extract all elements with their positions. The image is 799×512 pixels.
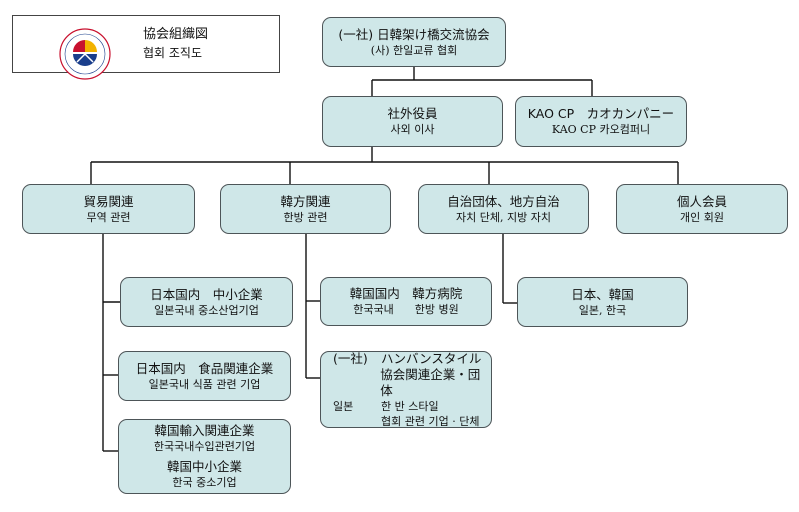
node-trade-kr: 무역 관련	[86, 210, 131, 224]
node-trade: 貿易関連 무역 관련	[22, 184, 195, 234]
node-kao: KAO CP カオカンパニー KAO CP 카오컴퍼니	[515, 96, 687, 147]
node-trade-food: 日本国内 食品関連企業 일본국내 식품 관련 기업	[118, 351, 291, 401]
node-hanbang-hospital: 韓国国内 韓方病院 한국국내 한방 병원	[320, 277, 492, 326]
chart-title-jp: 協会組織図	[143, 27, 209, 42]
association-logo-icon	[59, 28, 111, 80]
node-local-jp: 自治団体、地方自治	[447, 193, 560, 209]
node-hanbang-style-jp-a: (一社)	[333, 350, 368, 366]
node-hanbang-style: (一社) ハンバンスタイル 協会関連企業・団体 일본 한 반 스타일 협회 관련 기…	[320, 351, 492, 428]
node-hanbang-hospital-kr: 한국국내 한방 병원	[353, 303, 459, 316]
node-hanbang-style-kr-b: 한 반 스타일	[381, 399, 439, 413]
node-trade-korea-kr1: 한국국내수입관련기업	[153, 440, 256, 453]
node-hanbang-jp: 韓方関連	[280, 193, 331, 209]
node-local: 自治団体、地方自治 자치 단체, 지방 자치	[418, 184, 589, 234]
node-hanbang-style-kr-a: 일본	[333, 399, 354, 413]
node-individual-kr: 개인 회원	[680, 210, 724, 224]
node-hanbang-style-jp-c: 協会関連企業・団体	[380, 366, 481, 398]
node-board: 社外役員 사외 이사	[322, 96, 503, 147]
node-board-kr: 사외 이사	[390, 123, 435, 136]
node-trade-korea-jp2: 韓国中小企業	[166, 459, 242, 474]
node-board-jp: 社外役員	[387, 106, 438, 121]
node-hanbang-hospital-jp: 韓国国内 韓方病院	[349, 286, 463, 301]
node-trade-sme-kr: 일본국내 중소산업기업	[154, 303, 259, 317]
node-trade-food-jp: 日本国内 食品関連企業	[135, 360, 274, 376]
node-individual: 個人会員 개인 회원	[616, 184, 788, 234]
chart-title-kr: 협회 조직도	[143, 46, 203, 60]
node-individual-jp: 個人会員	[676, 193, 727, 209]
node-local-countries: 日本、韓国 일본, 한국	[517, 277, 688, 327]
node-root-kr: (사) 한일교류 협회	[370, 43, 458, 57]
node-root-jp: (一社) 日韓架け橋交流協会	[338, 26, 490, 42]
title-box: 協会組織図 협회 조직도	[12, 15, 280, 80]
node-kao-jp: KAO CP カオカンパニー	[527, 106, 675, 121]
node-local-kr: 자치 단체, 지방 자치	[456, 210, 551, 224]
node-trade-sme-jp: 日本国内 中小企業	[150, 286, 263, 302]
node-local-countries-jp: 日本、韓国	[571, 286, 634, 302]
node-root: (一社) 日韓架け橋交流協会 (사) 한일교류 협회	[322, 17, 506, 67]
node-hanbang-style-kr-c: 협회 관련 기업 · 단체	[381, 414, 480, 428]
node-trade-korea: 韓国輸入関連企業 한국국내수입관련기업 韓国中小企業 한국 중소기업	[118, 419, 291, 494]
node-trade-sme: 日本国内 中小企業 일본국내 중소산업기업	[120, 277, 293, 327]
node-hanbang-style-jp-b: ハンバンスタイル	[381, 350, 482, 366]
node-hanbang-kr: 한방 관련	[283, 210, 328, 224]
node-local-countries-kr: 일본, 한국	[578, 303, 627, 317]
node-kao-kr: KAO CP 카오컴퍼니	[551, 123, 651, 136]
node-trade-korea-kr2: 한국 중소기업	[172, 476, 237, 489]
node-hanbang: 韓方関連 한방 관련	[220, 184, 391, 234]
node-trade-food-kr: 일본국내 식품 관련 기업	[148, 377, 261, 391]
node-trade-jp: 貿易関連	[83, 193, 134, 209]
node-trade-korea-jp1: 韓国輸入関連企業	[154, 423, 255, 438]
